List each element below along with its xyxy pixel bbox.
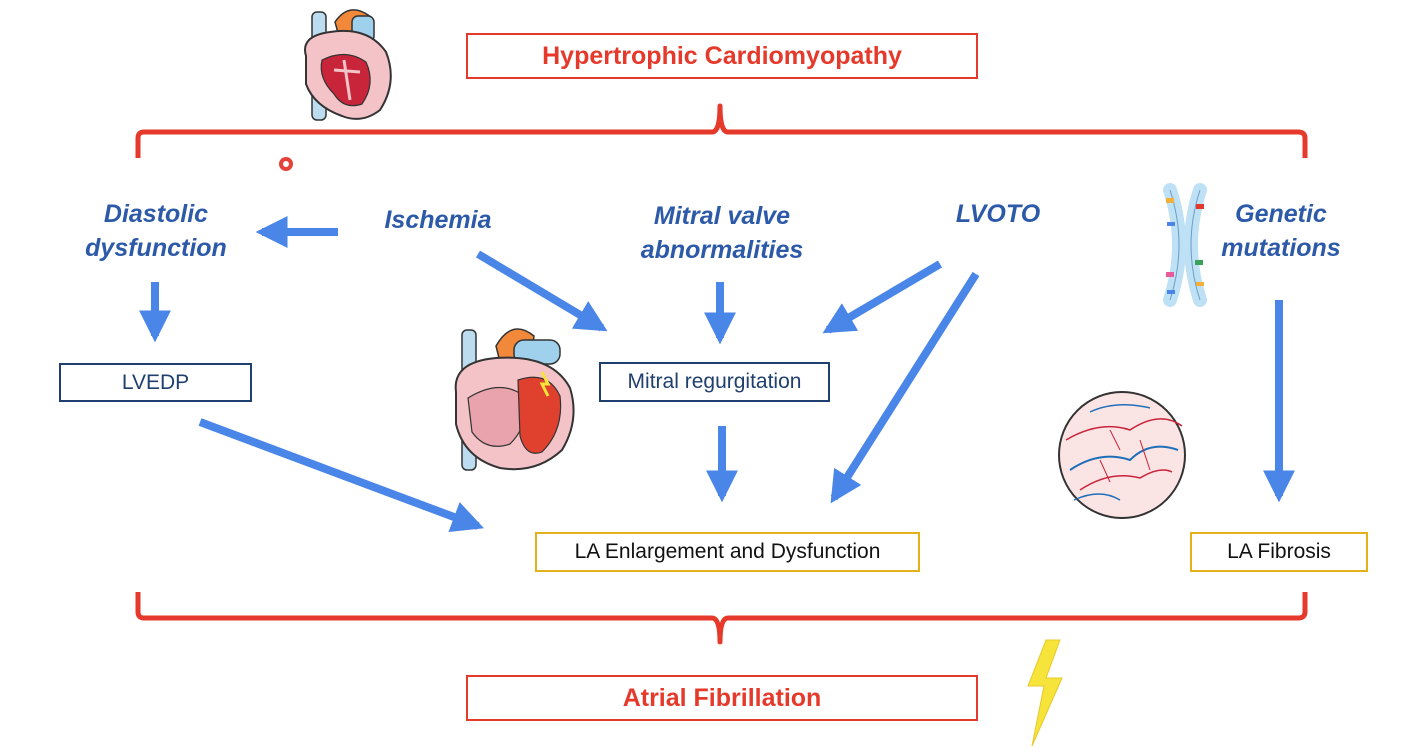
bottom-bracket [135,592,1308,645]
mitral-valve-line2: abnormalities [640,236,804,264]
lightning-bolt-icon [1027,639,1063,747]
la-enlargement-box: LA Enlargement and Dysfunction [535,532,920,572]
hcm-box: Hypertrophic Cardiomyopathy [466,33,978,79]
diastolic-dysfunction-label: Diastolic dysfunction [66,197,246,265]
arrow-lvoto-to-mr [822,260,943,334]
atrial-fibrillation-box: Atrial Fibrillation [466,675,978,721]
genetic-line2: mutations [1221,234,1341,262]
heart-cross-section-icon [454,328,575,471]
mitral-valve-line1: Mitral valve [653,202,791,230]
mitral-regurgitation-box: Mitral regurgitation [599,362,830,402]
heart-icon [304,9,392,121]
la-fibrosis-box: LA Fibrosis [1190,532,1368,572]
pointer-dot-icon [279,157,293,171]
chromosome-icon [1163,183,1207,307]
hcm-label: Hypertrophic Cardiomyopathy [542,41,902,70]
diastolic-line1: Diastolic [103,200,209,228]
atrial-fibrillation-label: Atrial Fibrillation [622,683,822,712]
lvoto-label: LVOTO [955,200,1041,228]
diastolic-line2: dysfunction [85,234,227,262]
la-fibrosis-label: LA Fibrosis [1227,540,1331,563]
mitral-regurgitation-label: Mitral regurgitation [627,370,802,393]
genetic-mutations-label: Genetic mutations [1206,197,1356,265]
arrow-lvoto-to-la-enlargement [830,271,980,504]
lvedp-label: LVEDP [121,370,190,394]
genetic-line1: Genetic [1235,200,1327,228]
fibrosis-tissue-icon [1058,391,1186,519]
ischemia-label: Ischemia [384,206,492,234]
top-bracket [135,103,1308,158]
arrow-lvedp-to-la-enlargement [198,418,484,533]
lvedp-box: LVEDP [59,363,252,402]
arrow-ischemia-to-mr [475,250,608,332]
mitral-valve-abnormalities-label: Mitral valve abnormalities [612,199,832,267]
la-enlargement-label: LA Enlargement and Dysfunction [574,540,881,563]
